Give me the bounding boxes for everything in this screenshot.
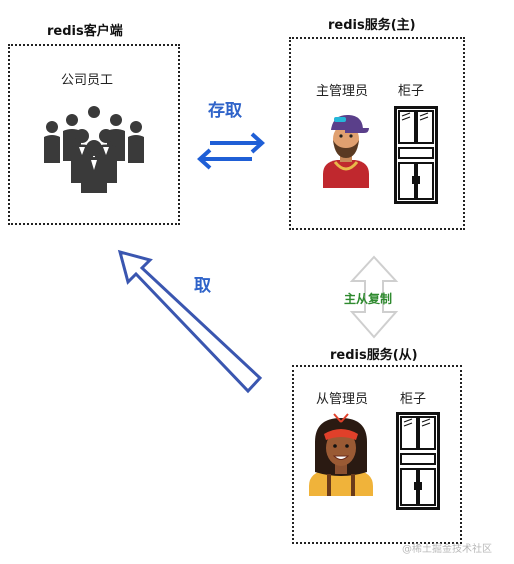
- slave-title: redis服务(从): [330, 348, 418, 363]
- master-box: [289, 37, 465, 230]
- cabinet-icon: [396, 412, 440, 510]
- client-title: redis客户端: [47, 24, 123, 39]
- client-label: 公司员工: [61, 73, 114, 88]
- slave-box: [292, 365, 462, 544]
- slave-cabinet-label: 柜子: [400, 392, 427, 407]
- male-admin-avatar-icon: [323, 114, 369, 188]
- female-admin-avatar-icon: [309, 413, 373, 496]
- master-person-label: 主管理员: [316, 84, 369, 99]
- client-box: [8, 44, 180, 225]
- cabinet-icon: [394, 106, 438, 204]
- master-title: redis服务(主): [328, 18, 416, 33]
- master-cabinet-label: 柜子: [398, 84, 425, 99]
- replication-label: 主从复制: [344, 292, 393, 306]
- bidirectional-arrow-icon: [197, 132, 265, 170]
- slave-person-label: 从管理员: [316, 392, 369, 407]
- fetch-label: 取: [194, 276, 211, 296]
- watermark: @稀土掘金技术社区: [402, 544, 492, 555]
- crowd-of-employees-icon: [44, 106, 144, 193]
- store-fetch-label: 存取: [208, 101, 242, 121]
